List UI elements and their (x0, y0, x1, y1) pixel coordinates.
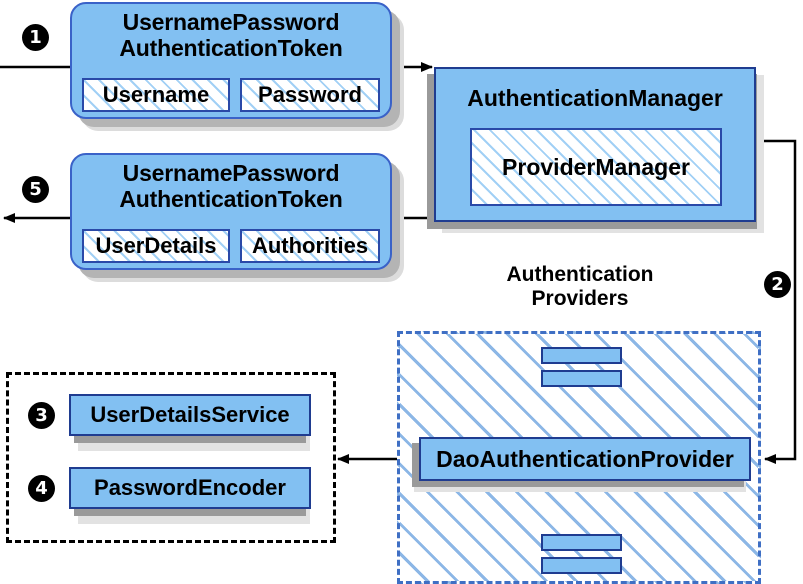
slot-userdetails-label: UserDetails (95, 233, 217, 258)
slot-authorities: Authorities (240, 229, 380, 263)
passwordencoder-box[interactable]: PasswordEncoder (69, 467, 311, 509)
slot-userdetails: UserDetails (82, 229, 230, 263)
providers-group-label-line1: Authentication (506, 263, 654, 286)
request-token-box[interactable]: UsernamePassword AuthenticationToken Use… (70, 2, 392, 119)
provider-manager-label: ProviderManager (502, 153, 690, 180)
slot-password: Password (240, 78, 380, 112)
dependencies-group (6, 372, 336, 543)
slot-password-label: Password (258, 82, 362, 107)
passwordencoder-label: PasswordEncoder (94, 475, 286, 500)
request-token-title-line1: UsernamePassword (122, 9, 340, 35)
dao-provider-box[interactable]: DaoAuthenticationProvider (419, 437, 751, 481)
response-token-slots: UserDetails Authorities (72, 229, 390, 263)
response-token-box[interactable]: UsernamePassword AuthenticationToken Use… (70, 153, 392, 270)
userdetailsservice-label: UserDetailsService (90, 402, 290, 427)
slot-username: Username (82, 78, 230, 112)
marker-1-label: 1 (29, 26, 42, 48)
marker-5: 5 (22, 176, 49, 203)
auth-manager-title: AuthenticationManager (467, 85, 723, 111)
marker-4: 4 (28, 475, 55, 502)
provider-manager-box[interactable]: ProviderManager (470, 128, 722, 206)
slot-authorities-label: Authorities (251, 233, 369, 258)
response-token-title: UsernamePassword AuthenticationToken (119, 160, 343, 213)
marker-2-label: 2 (771, 273, 784, 295)
marker-2: 2 (764, 271, 791, 298)
slot-username-label: Username (102, 82, 210, 107)
auth-manager-box[interactable]: AuthenticationManager ProviderManager (434, 67, 756, 222)
request-token-title: UsernamePassword AuthenticationToken (119, 9, 343, 62)
providers-group-label: Authentication Providers (460, 263, 700, 310)
collapsed-provider-bottom-1[interactable] (541, 534, 622, 551)
userdetailsservice-box[interactable]: UserDetailsService (69, 394, 311, 436)
request-token-slots: Username Password (72, 78, 390, 112)
providers-group-label-line2: Providers (531, 286, 629, 310)
response-token-title-line1: UsernamePassword (122, 160, 340, 186)
marker-4-label: 4 (35, 477, 48, 499)
collapsed-provider-top-1[interactable] (541, 347, 622, 364)
marker-3-label: 3 (35, 404, 48, 426)
collapsed-provider-top-2[interactable] (541, 370, 622, 387)
response-token-title-line2: AuthenticationToken (119, 185, 343, 212)
marker-3: 3 (28, 402, 55, 429)
marker-1: 1 (22, 24, 49, 51)
request-token-title-line2: AuthenticationToken (119, 34, 343, 61)
dao-provider-label: DaoAuthenticationProvider (436, 445, 734, 472)
collapsed-provider-bottom-2[interactable] (541, 557, 622, 574)
marker-5-label: 5 (29, 178, 42, 200)
